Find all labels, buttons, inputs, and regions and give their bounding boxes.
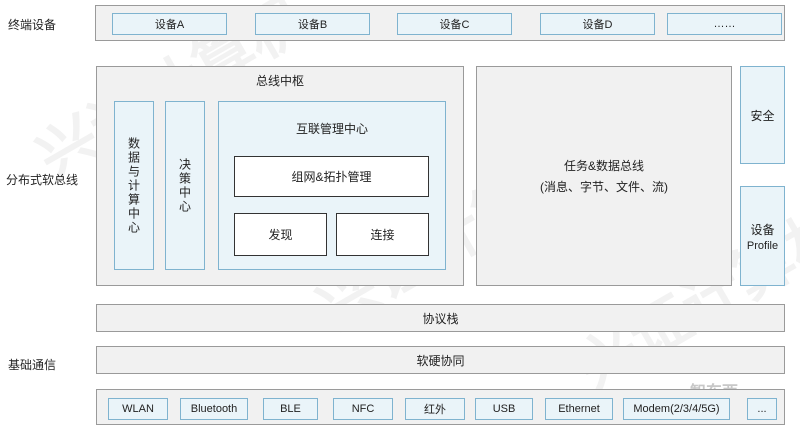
comm-nfc: NFC [333, 398, 393, 420]
data-compute-center: 数据与计算中心 [114, 101, 154, 270]
comm-more: ... [747, 398, 777, 420]
task-data-bus-title: 任务&数据总线 [563, 159, 644, 173]
security-box: 安全 [740, 66, 785, 164]
device-a: 设备A [112, 13, 227, 35]
device-profile-box: 设备 Profile [740, 186, 785, 286]
device-profile-line1: 设备 [750, 222, 775, 237]
layer-label-basic: 基础通信 [8, 358, 57, 372]
task-data-bus-subtitle: (消息、字节、文件、流) [540, 180, 668, 194]
comm-ble: BLE [263, 398, 318, 420]
hw-sw-cooperation: 软硬协同 [96, 346, 785, 374]
decision-center: 决策中心 [165, 101, 205, 270]
comm-modem: Modem(2/3/4/5G) [623, 398, 730, 420]
connection-box: 连接 [336, 213, 429, 256]
device-more: …… [667, 13, 782, 35]
layer-label-terminal: 终端设备 [8, 18, 57, 32]
device-c: 设备C [397, 13, 512, 35]
interconnect-title: 互联管理中心 [295, 121, 368, 136]
protocol-stack: 协议栈 [96, 304, 785, 332]
networking-topology-box: 组网&拓扑管理 [234, 156, 429, 197]
task-data-bus: 任务&数据总线 (消息、字节、文件、流) [476, 66, 732, 286]
comm-wlan: WLAN [108, 398, 168, 420]
bus-hub-title: 总线中枢 [255, 73, 304, 88]
device-profile-line2: Profile [746, 239, 779, 252]
comm-bluetooth: Bluetooth [180, 398, 248, 420]
comm-infrared: 红外 [405, 398, 465, 420]
device-b: 设备B [255, 13, 370, 35]
discovery-box: 发现 [234, 213, 327, 256]
device-d: 设备D [540, 13, 655, 35]
layer-label-distributed: 分布式软总线 [6, 173, 79, 187]
comm-ethernet: Ethernet [545, 398, 613, 420]
comm-usb: USB [475, 398, 533, 420]
